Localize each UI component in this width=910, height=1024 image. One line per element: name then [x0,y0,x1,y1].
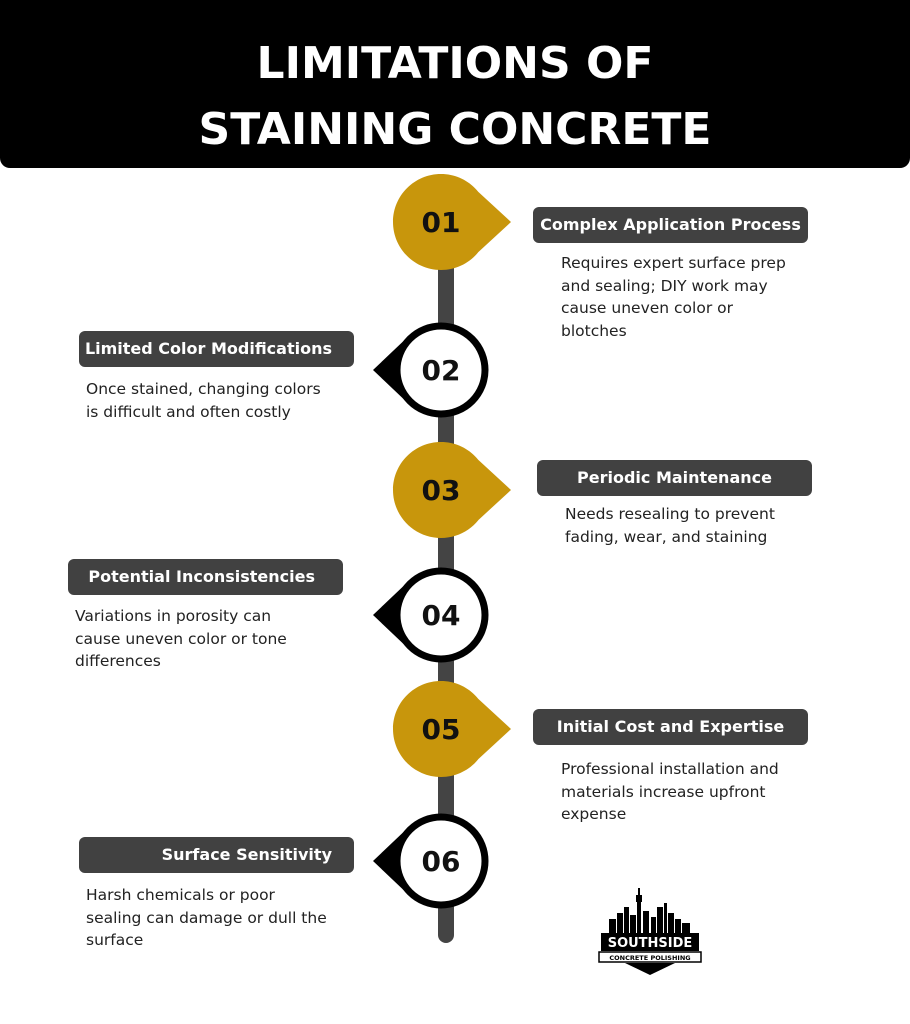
step-02-number: 02 [421,354,461,387]
step-01-description: Requires expert surface prep and sealing… [561,252,786,342]
step-01-marker [393,174,511,270]
step-03-heading: Periodic Maintenance [537,460,812,496]
step-01-description-line: and sealing; DIY work may [561,276,768,295]
title-banner: LIMITATIONS OF STAINING CONCRETE [0,0,910,168]
step-04-heading: Potential Inconsistencies [68,559,343,595]
step-06-description: Harsh chemicals or poor sealing can dama… [86,884,327,952]
step-05-marker [393,681,511,777]
step-04-number: 04 [421,599,461,632]
step-01-description-line: cause uneven color or [561,299,733,317]
step-02-description-line: is difficult and often costly [86,402,291,421]
step-06-description-line: Harsh chemicals or poor [86,886,275,904]
step-01-description-line: blotches [561,321,627,340]
logo-line-1: SOUTHSIDE [608,936,693,951]
step-03-description-line: Needs resealing to prevent [565,505,775,523]
step-01-number: 01 [421,206,461,239]
title-line-2: STAINING CONCRETE [198,104,712,155]
step-05-description-line: expense [561,805,627,823]
step-06-heading: Surface Sensitivity [79,837,354,873]
step-04-marker [373,567,489,663]
step-03-number: 03 [421,474,461,507]
step-05-number: 05 [421,713,461,746]
step-04-description-line: Variations in porosity can [75,607,272,625]
step-02-heading: Limited Color Modifications [79,331,354,367]
title-line-1: LIMITATIONS OF [256,38,654,89]
step-02-description-line: Once stained, changing colors [86,380,321,398]
step-04-description-line: differences [75,652,161,670]
step-01-heading: Complex Application Process [533,207,808,243]
step-03-marker [393,442,511,538]
step-02-description: Once stained, changing colors is difficu… [86,378,321,423]
step-05-description: Professional installation and materials … [561,758,779,826]
step-05-heading: Initial Cost and Expertise [533,709,808,745]
step-06-marker [373,813,489,909]
step-04-description-line: cause uneven color or tone [75,629,287,648]
step-01-description-line: Requires expert surface prep [561,254,786,272]
step-06-description-line: sealing can damage or dull the [86,908,327,927]
step-05-description-line: Professional installation and [561,760,779,778]
step-02-marker [373,322,489,418]
skyline-icon [609,888,690,935]
step-05-description-line: materials increase upfront [561,782,766,801]
logo-line-2: CONCRETE POLISHING [609,954,690,962]
step-06-number: 06 [421,845,461,878]
step-04-description: Variations in porosity can cause uneven … [75,605,287,673]
step-03-description: Needs resealing to prevent fading, wear,… [565,503,775,548]
step-03-description-line: fading, wear, and staining [565,527,768,546]
step-06-description-line: surface [86,931,144,949]
southside-logo: SOUTHSIDE CONCRETE POLISHING [598,888,702,975]
